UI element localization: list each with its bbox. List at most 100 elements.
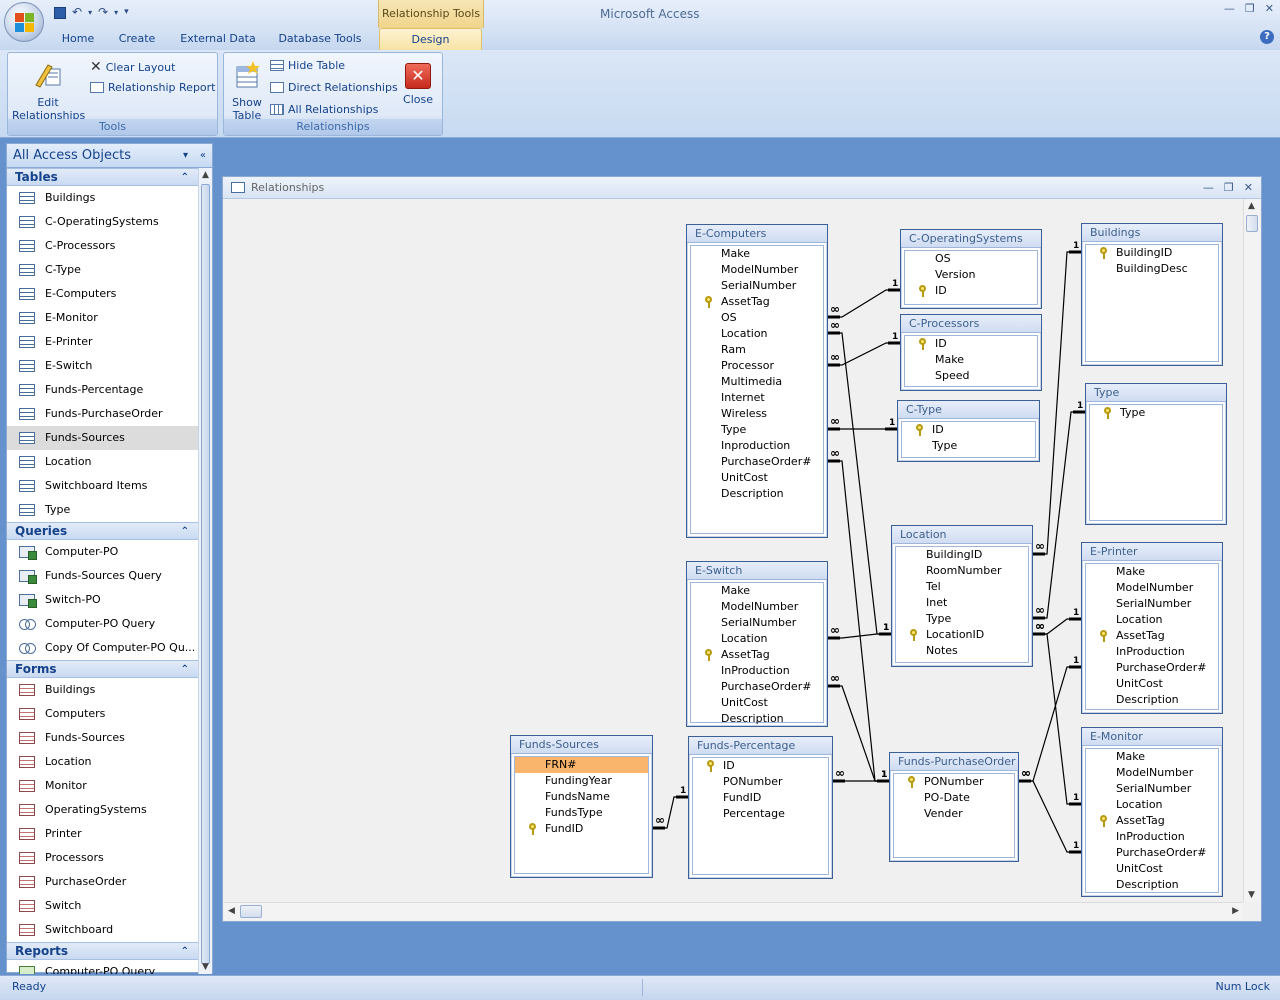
nav-item-forms[interactable]: Buildings	[7, 678, 199, 702]
nav-item-reports[interactable]: Computer-PO Query	[7, 960, 199, 974]
nav-item-queries[interactable]: Funds-Sources Query	[7, 564, 199, 588]
nav-item-tables[interactable]: Buildings	[7, 186, 199, 210]
nav-section-queries[interactable]: Queries⌃	[7, 522, 199, 540]
field-row[interactable]: ModelNumber	[691, 599, 823, 615]
field-row[interactable]: AssetTag	[1086, 813, 1218, 829]
field-row[interactable]: InProduction	[1086, 644, 1218, 660]
field-row[interactable]: LocationID	[896, 627, 1028, 643]
table-title[interactable]: E-Printer	[1082, 543, 1222, 561]
table-title[interactable]: E-Switch	[687, 562, 827, 580]
hscroll-right-icon[interactable]: ▶	[1232, 906, 1239, 916]
edit-relationships-button[interactable]: Edit Relationships	[12, 59, 85, 122]
relwin-close-icon[interactable]: ✕	[1243, 181, 1253, 194]
nav-item-tables[interactable]: Funds-Sources	[7, 426, 199, 450]
table-title[interactable]: Funds-Percentage	[689, 737, 832, 755]
field-row[interactable]: SerialNumber	[691, 278, 823, 294]
nav-item-forms[interactable]: Computers	[7, 702, 199, 726]
save-icon[interactable]	[54, 7, 66, 19]
nav-item-tables[interactable]: E-Printer	[7, 330, 199, 354]
field-row[interactable]: Multimedia	[691, 374, 823, 390]
nav-item-tables[interactable]: Funds-Percentage	[7, 378, 199, 402]
field-row[interactable]: Vender	[894, 806, 1014, 822]
minimize-icon[interactable]: —	[1223, 2, 1235, 15]
restore-icon[interactable]: ❐	[1244, 2, 1255, 15]
nav-item-forms[interactable]: Location	[7, 750, 199, 774]
field-row[interactable]: PONumber	[693, 774, 828, 790]
field-row[interactable]: Notes	[896, 643, 1028, 659]
undo-dropdown-icon[interactable]: ▾	[88, 8, 93, 17]
field-row[interactable]: SerialNumber	[691, 615, 823, 631]
field-row[interactable]: ModelNumber	[1086, 765, 1218, 781]
redo-icon[interactable]: ↷	[98, 5, 109, 19]
field-row[interactable]: Speed	[905, 368, 1037, 384]
nav-section-forms[interactable]: Forms⌃	[7, 660, 199, 678]
tab-create[interactable]: Create	[118, 32, 156, 45]
field-row[interactable]: Description	[691, 486, 823, 502]
field-row[interactable]: OS	[905, 251, 1037, 267]
field-row[interactable]: Make	[905, 352, 1037, 368]
field-row[interactable]: Description	[691, 711, 823, 727]
nav-item-tables[interactable]: C-Processors	[7, 234, 199, 258]
field-row[interactable]: InProduction	[691, 663, 823, 679]
collapse-chevron-icon[interactable]: ⌃	[180, 526, 189, 537]
field-row[interactable]: BuildingDesc	[1086, 261, 1218, 277]
relationship-report-button[interactable]: Relationship Report	[90, 81, 216, 94]
field-row[interactable]: FRN#	[515, 757, 648, 773]
field-row[interactable]: ID	[905, 283, 1037, 299]
nav-item-forms[interactable]: PurchaseOrder	[7, 870, 199, 894]
field-row[interactable]: Type	[902, 438, 1035, 454]
nav-item-queries[interactable]: Copy Of Computer-PO Qu...	[7, 636, 199, 660]
field-row[interactable]: FundID	[515, 821, 648, 837]
nav-item-tables[interactable]: E-Computers	[7, 282, 199, 306]
table-title[interactable]: C-OperatingSystems	[901, 230, 1041, 248]
field-row[interactable]: PurchaseOrder#	[1086, 660, 1218, 676]
help-icon[interactable]: ?	[1260, 30, 1274, 44]
hide-table-button[interactable]: Hide Table	[270, 59, 345, 72]
table-title[interactable]: C-Processors	[901, 315, 1041, 333]
field-row[interactable]: Location	[691, 631, 823, 647]
field-row[interactable]: Location	[1086, 797, 1218, 813]
nav-item-queries[interactable]: Switch-PO	[7, 588, 199, 612]
field-row[interactable]: Wireless	[691, 406, 823, 422]
table-title[interactable]: E-Computers	[687, 225, 827, 243]
field-row[interactable]: Make	[1086, 749, 1218, 765]
tab-design[interactable]: Design	[379, 28, 482, 50]
nav-item-tables[interactable]: Type	[7, 498, 199, 522]
redo-dropdown-icon[interactable]: ▾	[114, 8, 119, 17]
field-row[interactable]: Tel	[896, 579, 1028, 595]
nav-item-tables[interactable]: Switchboard Items	[7, 474, 199, 498]
field-row[interactable]: Location	[691, 326, 823, 342]
close-icon[interactable]: ✕	[1264, 2, 1274, 15]
vscroll-up-icon[interactable]: ▲	[1248, 201, 1255, 211]
table-title[interactable]: Funds-PurchaseOrder	[890, 753, 1018, 771]
collapse-chevron-icon[interactable]: ⌃	[180, 946, 189, 957]
relwin-minimize-icon[interactable]: —	[1202, 181, 1214, 194]
nav-item-tables[interactable]: Location	[7, 450, 199, 474]
direct-relationships-button[interactable]: Direct Relationships	[270, 81, 398, 94]
shutter-bar-close-icon[interactable]: «	[199, 150, 206, 161]
field-row[interactable]: Type	[1090, 405, 1222, 421]
canvas-horizontal-scrollbar[interactable]: ◀ ▶	[224, 902, 1243, 920]
nav-scroll-thumb[interactable]	[201, 184, 210, 964]
nav-section-tables[interactable]: Tables⌃	[7, 168, 199, 186]
field-row[interactable]: AssetTag	[691, 647, 823, 663]
table-title[interactable]: Buildings	[1082, 224, 1222, 242]
relwin-maximize-icon[interactable]: ❐	[1223, 181, 1234, 194]
field-row[interactable]: ModelNumber	[691, 262, 823, 278]
nav-item-forms[interactable]: OperatingSystems	[7, 798, 199, 822]
field-row[interactable]: FundingYear	[515, 773, 648, 789]
field-row[interactable]: BuildingID	[1086, 245, 1218, 261]
customize-toolbar-icon[interactable]: ▾	[124, 7, 129, 17]
nav-item-queries[interactable]: Computer-PO Query	[7, 612, 199, 636]
nav-item-tables[interactable]: C-OperatingSystems	[7, 210, 199, 234]
field-row[interactable]: FundsName	[515, 789, 648, 805]
field-row[interactable]: UnitCost	[691, 695, 823, 711]
scroll-down-icon[interactable]: ▼	[202, 962, 209, 972]
field-row[interactable]: Inet	[896, 595, 1028, 611]
